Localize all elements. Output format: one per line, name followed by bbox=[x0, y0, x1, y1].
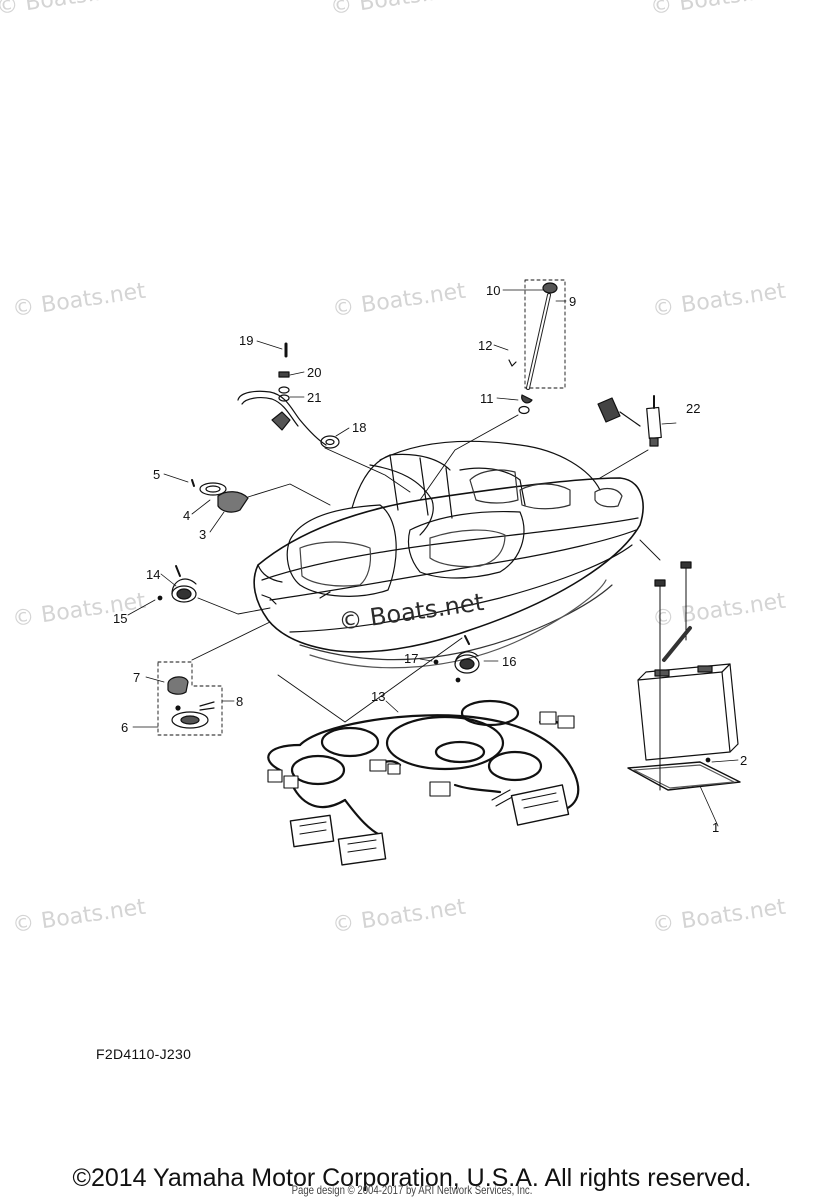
harness-connectors bbox=[267, 711, 575, 866]
callout-10[interactable]: 10 bbox=[486, 283, 501, 298]
callout-7[interactable]: 7 bbox=[133, 670, 141, 685]
callout-9[interactable]: 9 bbox=[569, 294, 577, 309]
rail-bracket-assembly bbox=[237, 342, 340, 449]
callout-2[interactable]: 2 bbox=[740, 753, 748, 768]
callout-1[interactable]: 1 bbox=[712, 820, 720, 835]
callout-17[interactable]: 17 bbox=[404, 651, 419, 666]
fuel-sender-assembly bbox=[157, 661, 223, 736]
callout-5[interactable]: 5 bbox=[153, 467, 161, 482]
callout-11[interactable]: 11 bbox=[480, 391, 494, 406]
callout-22[interactable]: 22 bbox=[686, 401, 701, 416]
callout-3[interactable]: 3 bbox=[199, 527, 207, 542]
callout-14[interactable]: 14 bbox=[146, 567, 161, 582]
callout-8[interactable]: 8 bbox=[236, 694, 244, 709]
antenna-assembly bbox=[508, 279, 566, 415]
speaker-assembly-right bbox=[433, 635, 480, 683]
cover-plate-assembly bbox=[191, 479, 249, 513]
sensor-plug bbox=[597, 395, 662, 447]
callout-6[interactable]: 6 bbox=[121, 720, 129, 735]
callout-13[interactable]: 13 bbox=[371, 689, 386, 704]
page-design-credit: Page design © 2004-2017 by ARI Network S… bbox=[291, 1183, 533, 1197]
callout-leaders bbox=[127, 289, 739, 827]
battery-assembly bbox=[627, 561, 741, 791]
copyright-text: ©2014 Yamaha Motor Corporation, U.S.A. A… bbox=[72, 1164, 752, 1192]
diagram-code: F2D4110-J230 bbox=[96, 1046, 192, 1062]
callout-20[interactable]: 20 bbox=[307, 365, 322, 380]
callout-19[interactable]: 19 bbox=[239, 333, 254, 348]
callout-16[interactable]: 16 bbox=[502, 654, 517, 669]
callout-21[interactable]: 21 bbox=[307, 390, 322, 405]
callout-15[interactable]: 15 bbox=[113, 611, 128, 626]
callout-4[interactable]: 4 bbox=[183, 508, 191, 523]
speaker-assembly bbox=[157, 565, 197, 603]
callout-12[interactable]: 12 bbox=[478, 338, 493, 353]
boat-hull-drawing bbox=[253, 440, 644, 669]
callout-18[interactable]: 18 bbox=[352, 420, 367, 435]
leader-lines bbox=[191, 414, 661, 723]
